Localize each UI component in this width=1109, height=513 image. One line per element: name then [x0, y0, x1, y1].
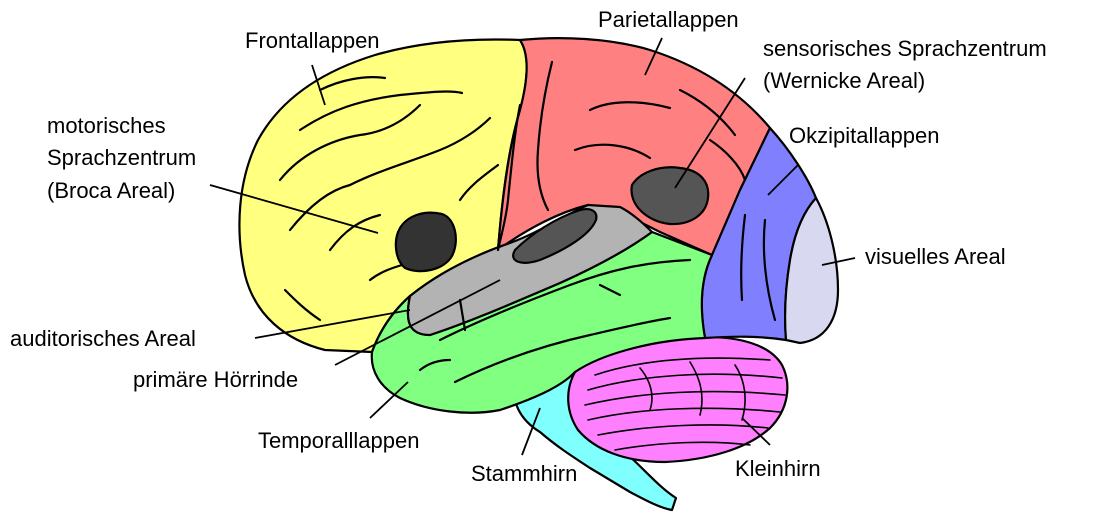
label-broca-line1: motorisches — [47, 113, 166, 138]
label-broca-line2: Sprachzentrum — [47, 145, 196, 170]
label-wernicke-line1: sensorisches Sprachzentrum — [763, 36, 1047, 61]
label-parietal: Parietallappen — [598, 7, 739, 32]
label-auditory: auditorisches Areal — [10, 326, 196, 351]
label-cerebellum: Kleinhirn — [735, 456, 821, 481]
label-brainstem: Stammhirn — [471, 461, 577, 486]
label-wernicke-line2: (Wernicke Areal) — [763, 68, 925, 93]
label-temporal: Temporalllappen — [258, 428, 419, 453]
label-primary-auditory: primäre Hörrinde — [133, 367, 298, 392]
label-occipital: Okzipitallappen — [789, 123, 939, 148]
label-visual: visuelles Areal — [865, 244, 1006, 269]
label-frontal: Frontallappen — [245, 28, 380, 53]
broca-area-region — [396, 213, 456, 271]
label-broca-line3: (Broca Areal) — [47, 178, 175, 203]
